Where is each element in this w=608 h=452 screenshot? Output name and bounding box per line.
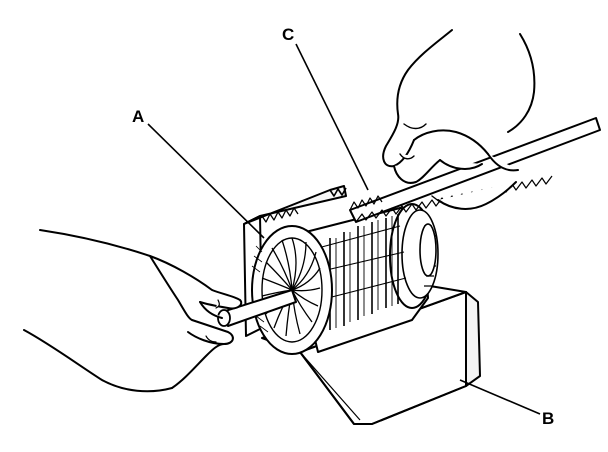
leader-c bbox=[295, 43, 369, 191]
callout-leaders bbox=[147, 43, 541, 415]
callout-label-a: A bbox=[132, 107, 144, 126]
armature bbox=[217, 203, 439, 355]
leader-a bbox=[147, 123, 265, 239]
callout-label-c: C bbox=[282, 25, 294, 44]
callout-label-b: B bbox=[542, 409, 554, 428]
leader-b bbox=[459, 379, 541, 415]
right-hand bbox=[382, 29, 536, 210]
left-hand bbox=[23, 229, 243, 393]
